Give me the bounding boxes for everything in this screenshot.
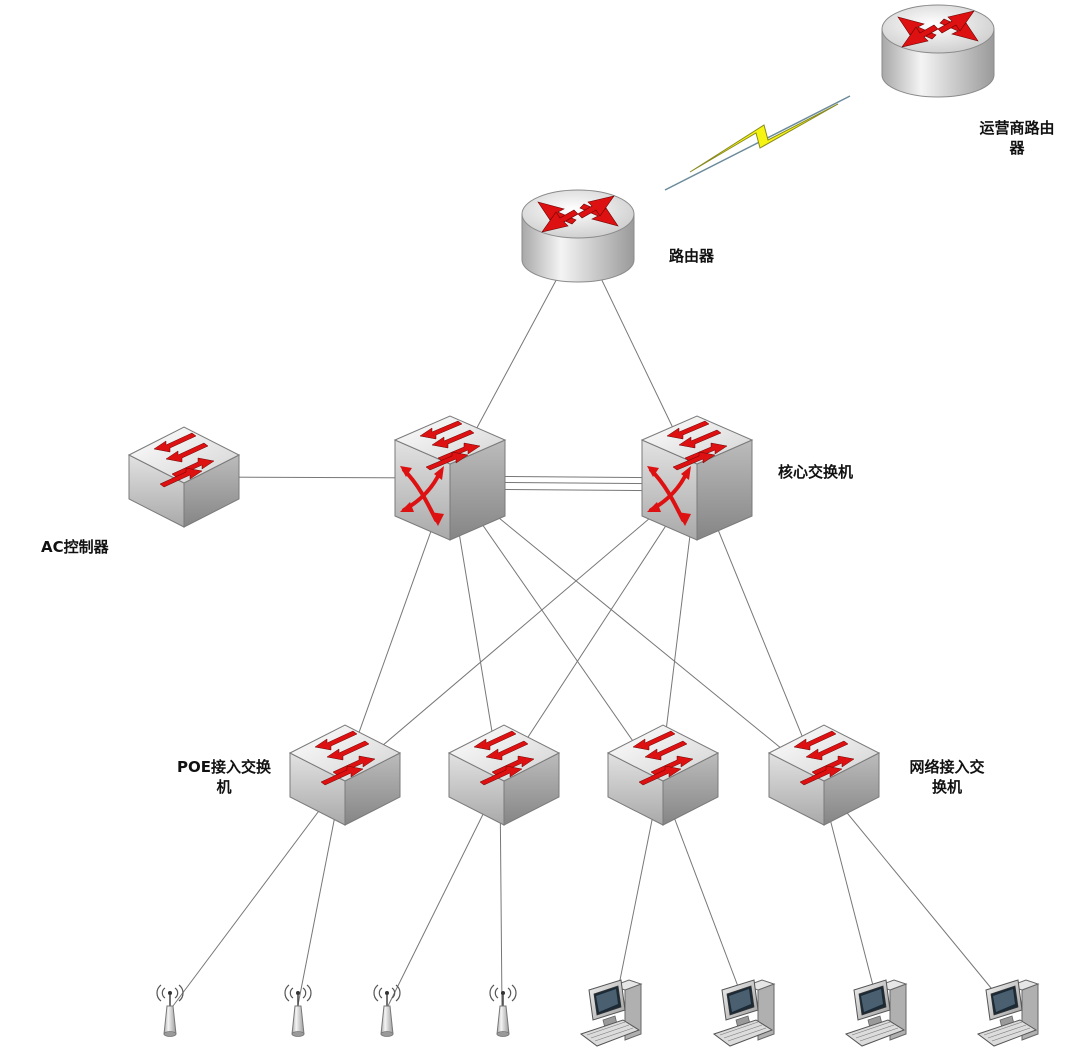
access-point-icon — [156, 984, 184, 1037]
switch-icon — [127, 426, 241, 528]
isp-router[interactable] — [881, 4, 995, 98]
isp-router-label: 运营商路由 器 — [972, 118, 1062, 158]
network-switch-label: 网络接入交 换机 — [897, 757, 997, 797]
link-acc1-ap1 — [169, 779, 343, 1011]
switch-icon — [767, 724, 881, 826]
access-point-1[interactable] — [156, 984, 184, 1037]
network-switch-label-line1: 网络接入交 — [909, 758, 985, 776]
computer-4[interactable] — [976, 979, 1040, 1047]
computer-icon — [976, 979, 1040, 1047]
poe-switch-label-line1: POE接入交换 — [177, 758, 271, 776]
link-acc2-ap3 — [385, 779, 501, 1011]
link-core1-acc4 — [449, 477, 821, 781]
core-switch-icon — [640, 415, 754, 541]
poe-access-switch[interactable] — [288, 724, 402, 826]
computer-icon — [712, 979, 776, 1047]
isp-router-label-line1: 运营商路由 — [979, 119, 1055, 137]
wireless-link-icon — [664, 95, 851, 191]
link-core2-acc2 — [499, 477, 698, 781]
link-core1-acc3 — [449, 477, 661, 781]
switch-icon — [606, 724, 720, 826]
link-acc4-pc4 — [819, 779, 1006, 1006]
core-switch-label: 核心交换机 — [778, 463, 854, 481]
computer-3[interactable] — [844, 979, 908, 1047]
network-switch-label-line2: 换机 — [931, 778, 962, 796]
switch-icon — [447, 724, 561, 826]
computer-icon — [579, 979, 643, 1047]
router-label: 路由器 — [669, 247, 715, 265]
poe-switch-label-line2: 机 — [216, 778, 232, 796]
core-switch-icon — [393, 415, 507, 541]
computer-2[interactable] — [712, 979, 776, 1047]
links — [169, 244, 1006, 1011]
access-point-2[interactable] — [284, 984, 312, 1037]
core-switch-2[interactable] — [640, 415, 754, 541]
computer-1[interactable] — [579, 979, 643, 1047]
access-point-icon — [373, 984, 401, 1037]
access-point-icon — [284, 984, 312, 1037]
router-icon — [881, 4, 995, 98]
ac-controller-switch[interactable] — [127, 426, 241, 528]
access-point-4[interactable] — [489, 984, 517, 1037]
ac-controller-label: AC控制器 — [41, 538, 109, 556]
access-switch-3[interactable] — [606, 724, 720, 826]
isp-router-label-line2: 器 — [1009, 139, 1025, 157]
link-core2-acc1 — [341, 477, 698, 781]
switch-icon — [288, 724, 402, 826]
router-icon — [521, 189, 635, 283]
router[interactable] — [521, 189, 635, 283]
access-point-icon — [489, 984, 517, 1037]
computer-icon — [844, 979, 908, 1047]
access-switch-2[interactable] — [447, 724, 561, 826]
network-access-switch[interactable] — [767, 724, 881, 826]
poe-switch-label: POE接入交换 机 — [164, 757, 284, 797]
access-point-3[interactable] — [373, 984, 401, 1037]
core-switch-1[interactable] — [393, 415, 507, 541]
